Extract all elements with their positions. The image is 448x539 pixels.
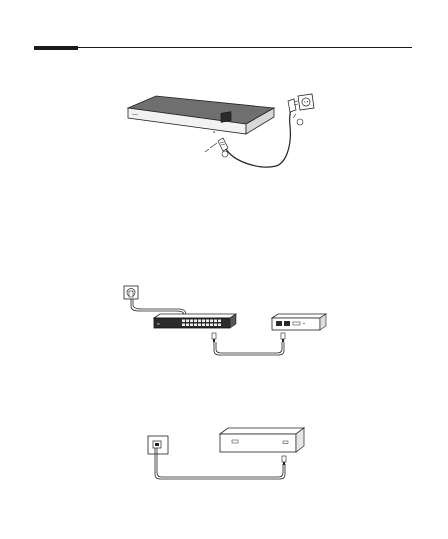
power-outlet-icon [124, 286, 138, 299]
switch-device-icon: tp [154, 314, 236, 328]
svg-text:tp: tp [157, 322, 160, 326]
power-outlet-icon [288, 94, 314, 125]
modem-device-icon [220, 428, 304, 452]
network-connection-illustration: tp [118, 278, 336, 364]
header-rule-line [78, 47, 412, 48]
cable-icon [155, 448, 286, 479]
header-rule-accent [34, 46, 78, 50]
figure-phone-line-connection [128, 420, 308, 486]
header-rule [34, 47, 412, 49]
switch-device-icon [128, 96, 274, 134]
figure-power-connection [110, 86, 342, 188]
cable-icon [212, 333, 285, 355]
figure-network-connection: tp [118, 278, 336, 364]
router-device-icon [272, 314, 326, 330]
phone-line-connection-illustration [128, 420, 308, 486]
wall-jack-icon [148, 436, 168, 454]
power-connection-illustration [110, 86, 342, 188]
